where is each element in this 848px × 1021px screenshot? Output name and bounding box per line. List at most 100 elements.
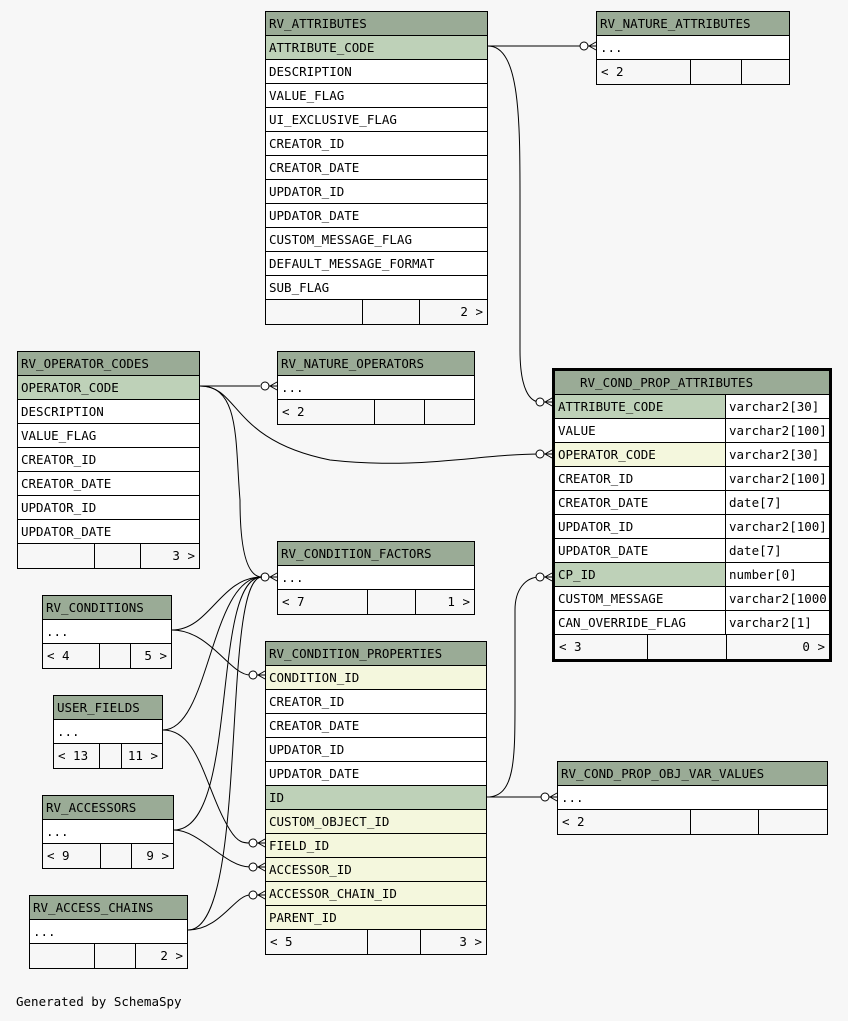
table-name: RV_NATURE_ATTRIBUTES xyxy=(600,16,751,31)
column-row[interactable]: VALUE_FLAG xyxy=(18,424,199,448)
column-row[interactable]: ... xyxy=(30,920,187,944)
column-row[interactable]: ACCESSOR_ID xyxy=(266,858,486,882)
column-row[interactable]: CREATOR_ID xyxy=(266,132,487,156)
column-row[interactable]: ... xyxy=(43,820,173,844)
column-name: CAN_OVERRIDE_FLAG xyxy=(558,615,686,630)
table-name: RV_OPERATOR_CODES xyxy=(21,356,149,371)
table-header: RV_COND_PROP_ATTRIBUTES xyxy=(555,371,829,395)
table-header: RV_CONDITION_PROPERTIES xyxy=(266,642,486,666)
table-footer: 3 > xyxy=(18,544,199,568)
column-row[interactable]: ATTRIBUTE_CODE xyxy=(266,36,487,60)
footer-spacer xyxy=(367,590,415,614)
column-name: CP_ID xyxy=(558,567,596,582)
column-name: CUSTOM_OBJECT_ID xyxy=(269,814,390,829)
column-name: DEFAULT_MESSAGE_FORMAT xyxy=(269,256,435,271)
column-row[interactable]: FIELD_ID xyxy=(266,834,486,858)
column-row[interactable]: ... xyxy=(43,620,171,644)
column-row[interactable]: DESCRIPTION xyxy=(266,60,487,84)
table-name: USER_FIELDS xyxy=(57,700,140,715)
column-row[interactable]: VALUE_FLAG xyxy=(266,84,487,108)
column-row[interactable]: ... xyxy=(597,36,789,60)
column-row[interactable]: CREATOR_DATE xyxy=(266,714,486,738)
column-row[interactable]: DEFAULT_MESSAGE_FORMAT xyxy=(266,252,487,276)
table-header: RV_NATURE_OPERATORS xyxy=(278,352,474,376)
column-row[interactable]: UPDATOR_ID xyxy=(18,496,199,520)
column-row[interactable]: OPERATOR_CODE xyxy=(18,376,199,400)
table-rv-cond-prop-obj-var-values[interactable]: RV_COND_PROP_OBJ_VAR_VALUES... < 2 xyxy=(557,761,828,835)
parent-count: < 2 xyxy=(562,814,585,829)
column-row[interactable]: ... xyxy=(278,566,474,590)
column-name: OPERATOR_CODE xyxy=(558,447,656,462)
column-row[interactable]: ... xyxy=(278,376,474,400)
column-row[interactable]: CREATOR_ID xyxy=(18,448,199,472)
crow-factors-operator xyxy=(260,572,278,582)
table-rv-nature-operators[interactable]: RV_NATURE_OPERATORS...< 2 xyxy=(277,351,475,425)
column-row[interactable]: UPDATOR_DATE xyxy=(18,520,199,544)
column-row[interactable]: UPDATOR_ID xyxy=(266,738,486,762)
footer-spacer xyxy=(100,844,131,868)
column-row[interactable]: SUB_FLAG xyxy=(266,276,487,300)
column-row[interactable]: CREATOR_DATE xyxy=(18,472,199,496)
table-name: RV_CONDITION_PROPERTIES xyxy=(269,646,443,661)
child-count: 3 > xyxy=(140,544,199,568)
table-footer: < 2 xyxy=(558,810,827,834)
column-name: VALUE_FLAG xyxy=(21,428,97,443)
column-row[interactable]: UI_EXCLUSIVE_FLAG xyxy=(266,108,487,132)
footer-spacer xyxy=(99,644,130,668)
column-row[interactable]: PARENT_ID xyxy=(266,906,486,930)
column-row[interactable]: CREATOR_DATE xyxy=(266,156,487,180)
column-name: CREATOR_ID xyxy=(269,136,345,151)
column-row[interactable]: DESCRIPTION xyxy=(18,400,199,424)
column-row[interactable]: CONDITION_ID xyxy=(266,666,486,690)
column-row[interactable]: CUSTOM_OBJECT_ID xyxy=(266,810,486,834)
column-row[interactable]: ... xyxy=(54,720,162,744)
column-name: UPDATOR_DATE xyxy=(269,766,360,781)
column-name: UPDATOR_ID xyxy=(269,184,345,199)
table-header: RV_COND_PROP_OBJ_VAR_VALUES xyxy=(558,762,827,786)
column-name: UI_EXCLUSIVE_FLAG xyxy=(269,112,397,127)
table-rv-nature-attributes[interactable]: RV_NATURE_ATTRIBUTES...< 2 xyxy=(596,11,790,85)
column-row[interactable]: CUSTOM_MESSAGE_FLAG xyxy=(266,228,487,252)
crow-properties-condition xyxy=(248,670,266,680)
column-name: VALUE xyxy=(558,423,596,438)
footer-spacer xyxy=(690,60,741,84)
parent-count: < 13 xyxy=(58,748,89,763)
column-row[interactable]: UPDATOR_DATE xyxy=(266,762,486,786)
table-header: RV_CONDITION_FACTORS xyxy=(278,542,474,566)
column-name: FIELD_ID xyxy=(269,838,330,853)
column-row[interactable]: UPDATOR_DATE xyxy=(266,204,487,228)
table-name: RV_COND_PROP_ATTRIBUTES xyxy=(580,375,754,390)
column-row[interactable]: CREATOR_ID xyxy=(266,690,486,714)
column-row[interactable]: ID xyxy=(266,786,486,810)
column-row[interactable]: ... xyxy=(558,786,827,810)
table-name: RV_ACCESS_CHAINS xyxy=(33,900,154,915)
column-row[interactable]: UPDATOR_ID xyxy=(266,180,487,204)
table-header: RV_CONDITIONS xyxy=(43,596,171,620)
column-type: date[7] xyxy=(725,539,829,562)
edge-accessors-properties xyxy=(173,829,251,868)
table-header: RV_ACCESS_CHAINS xyxy=(30,896,187,920)
table-header: RV_OPERATOR_CODES xyxy=(18,352,199,376)
table-rv-access-chains[interactable]: RV_ACCESS_CHAINS...2 > xyxy=(29,895,188,969)
column-row[interactable]: ACCESSOR_CHAIN_ID xyxy=(266,882,486,906)
